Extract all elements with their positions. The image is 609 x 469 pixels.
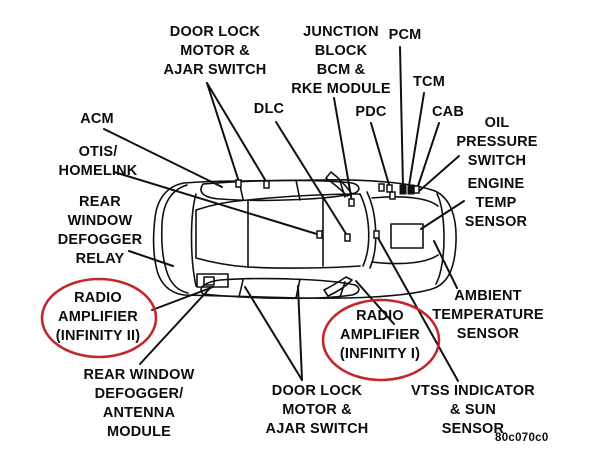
leader-pdc	[370, 122, 393, 196]
label-radio-amplifier-infinity-i: RADIO AMPLIFIER (INFINITY I)	[339, 308, 421, 362]
leader-lines	[103, 46, 465, 382]
pdc-box	[390, 223, 424, 249]
highlight-ellipse-infinity-ii	[40, 277, 158, 359]
label-acm: ACM	[80, 111, 114, 127]
leader-cab	[416, 122, 440, 190]
label-rear-window-defogger-antenna-module: REAR WINDOW DEFOGGER/ ANTENNA MODULE	[83, 367, 195, 440]
label-engine-temp-sensor: ENGINE TEMP SENSOR	[464, 176, 528, 230]
label-cab: CAB	[431, 104, 465, 120]
label-otis-homelink: OTIS/ HOMELINK	[58, 144, 138, 179]
leader-oil-pressure	[417, 155, 460, 193]
leader-antenna-module	[139, 286, 212, 365]
leader-dlc	[275, 121, 349, 238]
leader-door-lock-bottom-2	[297, 285, 303, 381]
label-rear-window-defogger-relay: REAR WINDOW DEFOGGER RELAY	[57, 194, 143, 267]
label-junction-block: JUNCTION BLOCK BCM & RKE MODULE	[291, 24, 391, 97]
label-oil-pressure-switch: OIL PRESSURE SWITCH	[456, 115, 538, 169]
leader-acm	[103, 128, 223, 188]
figure-code: 80c070c0	[495, 432, 549, 444]
highlight-ellipses	[40, 277, 441, 382]
leader-pcm	[399, 46, 404, 188]
leader-otis-homelink	[113, 171, 321, 236]
label-radio-amplifier-infinity-ii: RADIO AMPLIFIER (INFINITY II)	[55, 290, 141, 344]
leader-door-lock-top-2	[206, 82, 268, 184]
label-door-lock-top: DOOR LOCK MOTOR & AJAR SWITCH	[163, 24, 267, 78]
leader-radio-amp-i	[355, 280, 395, 325]
highlight-ellipse-infinity-i	[321, 298, 441, 382]
label-ambient-temperature-sensor: AMBIENT TEMPERATURE SENSOR	[432, 288, 544, 342]
leader-engine-temp	[420, 200, 465, 230]
label-door-lock-bottom: DOOR LOCK MOTOR & AJAR SWITCH	[265, 383, 369, 437]
label-pdc: PDC	[355, 104, 387, 120]
connector-studs	[235, 179, 420, 242]
leader-junction-block	[333, 97, 353, 203]
label-tcm: TCM	[412, 74, 446, 90]
label-vtss-indicator-sun-sensor: VTSS INDICATOR & SUN SENSOR	[411, 383, 535, 437]
leader-ambient-temp	[433, 240, 458, 289]
leader-radio-amp-ii	[151, 286, 214, 311]
leader-door-lock-bottom-1	[244, 286, 303, 381]
label-dlc: DLC	[253, 101, 285, 117]
leader-tcm	[408, 92, 425, 187]
label-pcm: PCM	[388, 27, 422, 43]
side-mirror-bottom	[323, 276, 353, 297]
side-mirror-top	[325, 171, 353, 197]
leader-door-lock-top-1	[206, 82, 240, 183]
leader-defogger-relay	[128, 250, 174, 267]
